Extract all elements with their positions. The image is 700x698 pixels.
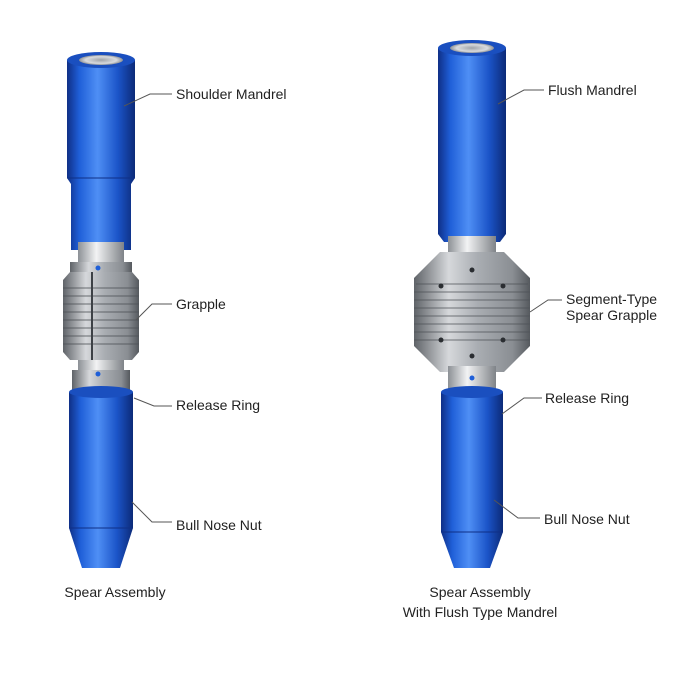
left-spear-assembly bbox=[63, 52, 172, 568]
left-leader-lines bbox=[123, 93, 172, 523]
label-flush-mandrel: Flush Mandrel bbox=[548, 82, 637, 98]
label-shoulder-mandrel: Shoulder Mandrel bbox=[176, 86, 287, 102]
caption-right-line2: With Flush Type Mandrel bbox=[402, 604, 558, 620]
label-segment-grapple-line1: Segment-Type bbox=[566, 291, 658, 307]
left-release-ring bbox=[72, 370, 130, 390]
label-right-release-ring: Release Ring bbox=[545, 390, 630, 406]
label-left-release-ring: Release Ring bbox=[176, 397, 261, 413]
caption-left-line1: Spear Assembly bbox=[64, 584, 166, 600]
right-bull-nose-nut bbox=[441, 386, 503, 568]
label-grapple: Grapple bbox=[176, 296, 226, 312]
label-segment-grapple-line2: Spear Grapple bbox=[566, 307, 658, 323]
left-grapple bbox=[63, 262, 139, 360]
shoulder-mandrel bbox=[67, 52, 135, 250]
label-left-bull-nose-nut: Bull Nose Nut bbox=[176, 517, 262, 533]
left-bull-nose-nut bbox=[69, 386, 133, 568]
right-spear-assembly bbox=[414, 40, 562, 568]
caption-right-line1: Spear Assembly bbox=[429, 584, 531, 600]
caption-left-spear-assembly: Spear Assembly bbox=[40, 582, 190, 602]
caption-right-spear-assembly: Spear Assembly With Flush Type Mandrel bbox=[380, 582, 580, 622]
flush-mandrel bbox=[438, 40, 506, 242]
segment-type-spear-grapple bbox=[414, 252, 530, 372]
right-leader-lines bbox=[493, 89, 562, 519]
label-right-bull-nose-nut: Bull Nose Nut bbox=[544, 511, 630, 527]
